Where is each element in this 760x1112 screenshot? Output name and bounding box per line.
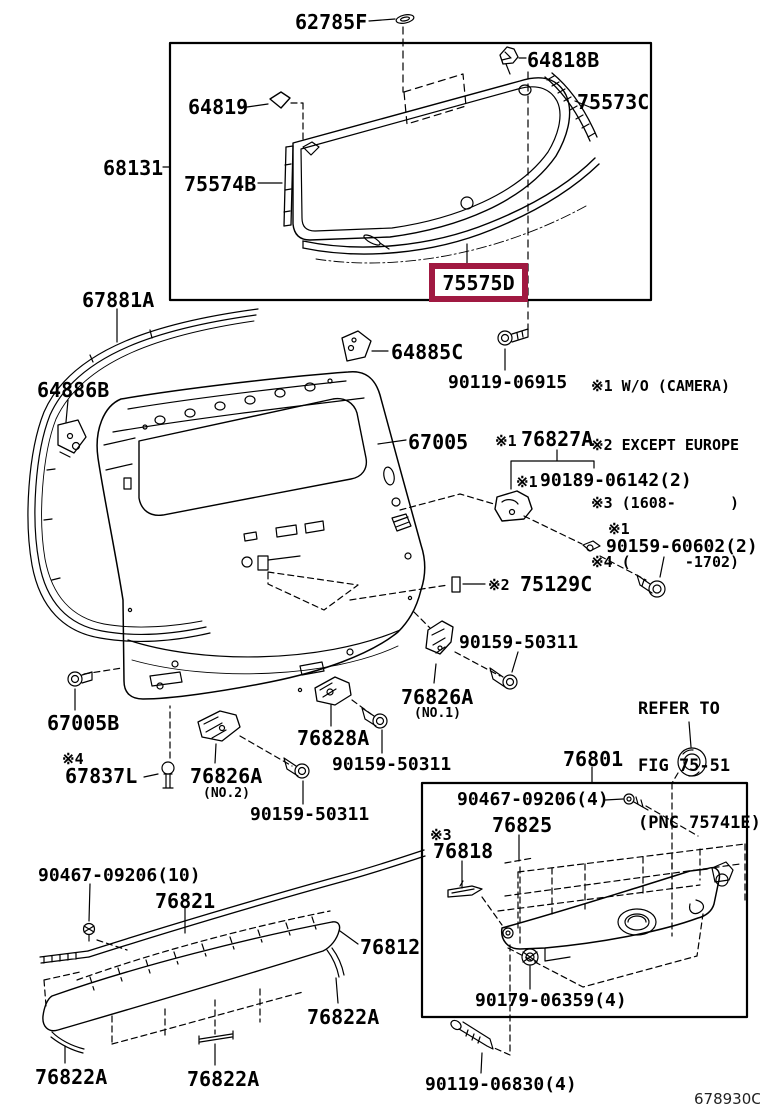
part-label-64819[interactable]: 64819 <box>188 95 249 119</box>
weatherstrip-loop <box>27 308 259 642</box>
note-mark-2: ※2 <box>488 576 510 594</box>
part-label-76812[interactable]: 76812 <box>360 935 421 959</box>
part-label-90179-06359[interactable]: 90179-06359(4) <box>475 990 627 1011</box>
part-label-68131[interactable]: 68131 <box>103 156 164 180</box>
middle-hardware <box>57 328 707 937</box>
part-label-76801[interactable]: 76801 <box>563 747 624 771</box>
part-label-90119-06915[interactable]: 90119-06915 <box>448 372 568 393</box>
part-label-75575D-highlighted[interactable]: 75575D <box>429 263 528 302</box>
part-label-76827A[interactable]: 76827A <box>521 427 594 451</box>
note-mark-3: ※3 <box>430 826 452 844</box>
part-label-75574B[interactable]: 75574B <box>184 172 257 196</box>
part-label-76822A-right[interactable]: 76822A <box>307 1005 380 1029</box>
refer-note: REFER TO FIG 75-51 (PNC 75741E) <box>638 662 760 871</box>
part-label-64885C[interactable]: 64885C <box>391 340 464 364</box>
part-label-90467-09206-4[interactable]: 90467-09206(4) <box>457 789 609 810</box>
part-label-90119-06830[interactable]: 90119-06830(4) <box>425 1074 577 1095</box>
refer-line-3: (PNC 75741E) <box>638 813 760 833</box>
part-label-90189-06142[interactable]: 90189-06142(2) <box>540 470 692 491</box>
refer-line-2: FIG 75-51 <box>638 756 731 776</box>
part-label-75573C[interactable]: 75573C <box>577 90 650 114</box>
footnotes: ※1 W/O (CAMERA) ※2 EXCEPT EUROPE ※3 (160… <box>591 338 739 611</box>
part-label-76818[interactable]: 76818 <box>433 839 494 863</box>
refer-line-1: REFER TO <box>638 699 720 719</box>
part-label-64886B[interactable]: 64886B <box>37 378 110 402</box>
part-label-76825[interactable]: 76825 <box>492 813 553 837</box>
note-mark-1: ※1 <box>608 520 630 538</box>
part-label-76822A-bottom-left[interactable]: 76822A <box>35 1065 108 1089</box>
part-label-75575D: 75575D <box>442 270 515 295</box>
footnote-2: ※2 EXCEPT EUROPE <box>591 435 740 454</box>
part-label-90467-09206-10[interactable]: 90467-09206(10) <box>38 865 201 886</box>
part-label-76826A-no1[interactable]: 76826A <box>401 685 474 709</box>
part-label-67005[interactable]: 67005 <box>408 430 469 454</box>
note-mark-4: ※4 <box>62 750 84 768</box>
footnote-4: ※4 ( -1702) <box>591 552 740 571</box>
part-label-62785F[interactable]: 62785F <box>295 10 368 34</box>
part-sublabel-no1: (NO.1) <box>414 706 461 721</box>
part-label-67881A[interactable]: 67881A <box>82 288 155 312</box>
part-label-76821[interactable]: 76821 <box>155 889 216 913</box>
back-door-panel <box>96 370 426 700</box>
part-label-67837L[interactable]: 67837L <box>65 764 138 788</box>
note-mark-1: ※1 <box>516 473 538 491</box>
figure-code: 678930C <box>694 1090 760 1108</box>
footnote-1: ※1 W/O (CAMERA) <box>591 377 730 395</box>
footnote-3: ※3 (1608- ) <box>591 494 740 512</box>
part-label-90159-50311-top[interactable]: 90159-50311 <box>459 632 579 653</box>
garnish-box <box>420 766 749 1074</box>
part-label-76828A[interactable]: 76828A <box>297 726 370 750</box>
part-label-76826A-no2[interactable]: 76826A <box>190 764 263 788</box>
part-label-67005B[interactable]: 67005B <box>47 711 120 735</box>
glass-assembly-box <box>162 14 653 331</box>
part-label-76822A-bottom-mid[interactable]: 76822A <box>187 1067 260 1091</box>
note-mark-1: ※1 <box>495 432 517 450</box>
part-label-90159-50311-right[interactable]: 90159-50311 <box>332 754 452 775</box>
bumper-protector <box>39 849 426 1066</box>
part-label-64818B[interactable]: 64818B <box>527 48 600 72</box>
part-label-75129C[interactable]: 75129C <box>520 572 593 596</box>
part-label-90159-60602[interactable]: 90159-60602(2) <box>606 536 758 557</box>
part-sublabel-no2: (NO.2) <box>203 786 250 801</box>
part-label-90159-50311-bottom[interactable]: 90159-50311 <box>250 804 370 825</box>
